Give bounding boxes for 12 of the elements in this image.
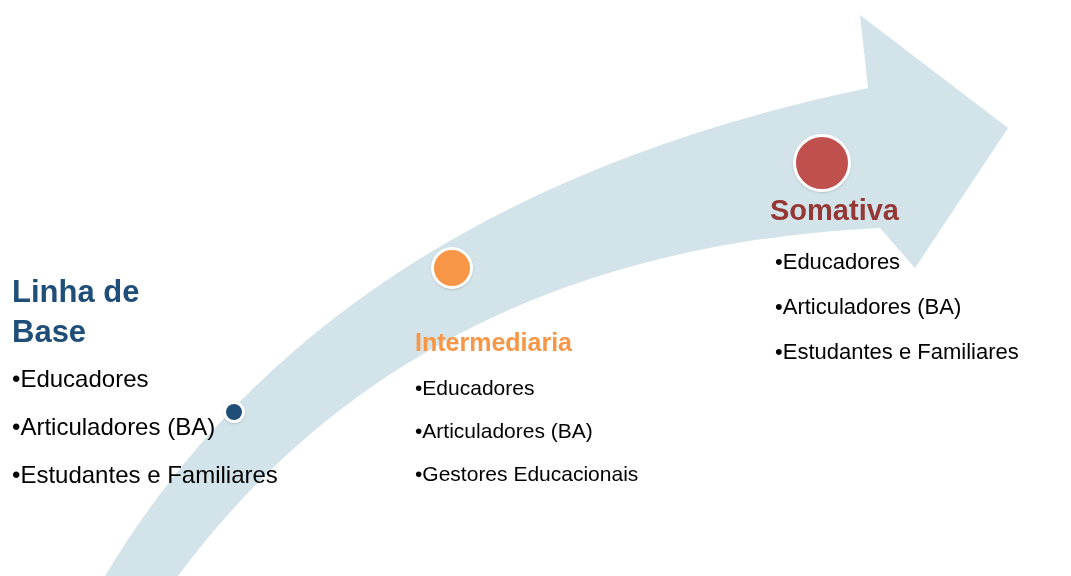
stage-title: Linha de Base [12,273,141,351]
bullet-item: •Educadores [775,248,901,276]
stage-title: Somativa [770,193,900,228]
bullet-item: •Estudantes e Familiares [12,460,278,490]
bullet-item: •Gestores Educacionais [415,461,639,487]
bullet-item: •Articuladores (BA) [415,418,593,444]
bullet-item: •Educadores [12,364,149,394]
stage-title: Intermediaria [415,327,573,358]
bullet-item: •Estudantes e Familiares [775,338,1019,366]
bullet-item: •Educadores [415,375,535,401]
bullet-item: •Articuladores (BA) [775,293,962,321]
bullet-item: •Articuladores (BA) [12,412,216,442]
